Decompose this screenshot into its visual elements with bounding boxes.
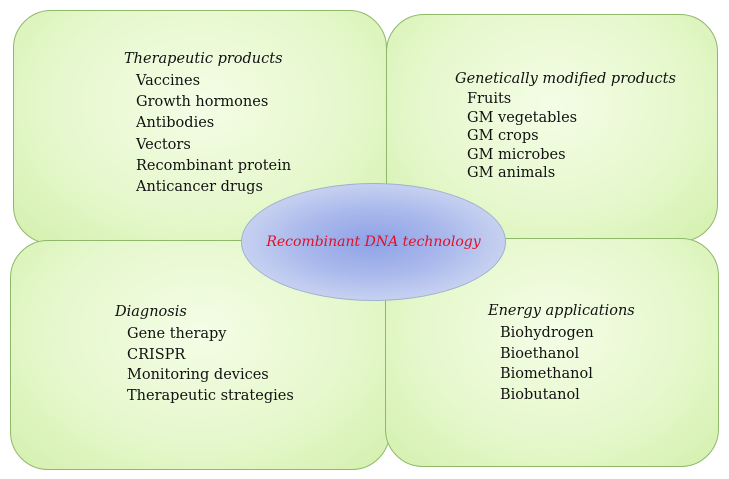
list-item: Bioethanol (500, 345, 580, 362)
energy-applications-heading: Energy applications (488, 303, 635, 319)
list-item: Vectors (136, 136, 191, 153)
list-item: Recombinant protein (136, 157, 292, 174)
genetically-modified-products-block: Genetically modified products Fruits GM … (455, 70, 676, 183)
list-item: Antibodies (136, 115, 215, 132)
list-item: Fruits (467, 91, 512, 107)
list-item: Therapeutic strategies (127, 387, 294, 404)
list-item: Vaccines (136, 73, 201, 89)
therapeutic-products-heading: Therapeutic products (124, 51, 283, 67)
list-item: Anticancer drugs (136, 179, 263, 196)
energy-applications-block: Energy applications Biohydrogen Bioethan… (488, 301, 635, 405)
list-item: Growth hormones (136, 94, 269, 111)
genetically-modified-products-list: Fruits GM vegetables GM crops GM microbe… (455, 90, 676, 183)
list-item: Biomethanol (500, 366, 593, 382)
therapeutic-products-block: Therapeutic products Vaccines Growth hor… (124, 49, 291, 198)
genetically-modified-products-heading: Genetically modified products (455, 71, 676, 87)
list-item: Biobutanol (500, 386, 580, 403)
diagnosis-block: Diagnosis Gene therapy CRISPR Monitoring… (115, 302, 294, 406)
energy-applications-list: Biohydrogen Bioethanol Biomethanol Biobu… (488, 323, 635, 405)
diagnosis-list: Gene therapy CRISPR Monitoring devices T… (115, 324, 294, 406)
list-item: Biohydrogen (500, 325, 594, 341)
list-item: Monitoring devices (127, 367, 269, 383)
list-item: CRISPR (127, 346, 186, 363)
center-label: Recombinant DNA technology (266, 234, 481, 250)
diagnosis-heading: Diagnosis (115, 304, 187, 320)
list-item: GM microbes (467, 146, 566, 163)
therapeutic-products-list: Vaccines Growth hormones Antibodies Vect… (124, 71, 291, 198)
list-item: Gene therapy (127, 326, 227, 342)
list-item: GM vegetables (467, 109, 578, 126)
list-item: GM crops (467, 128, 539, 144)
list-item: GM animals (467, 165, 556, 181)
center-ellipse: Recombinant DNA technology (241, 183, 506, 301)
